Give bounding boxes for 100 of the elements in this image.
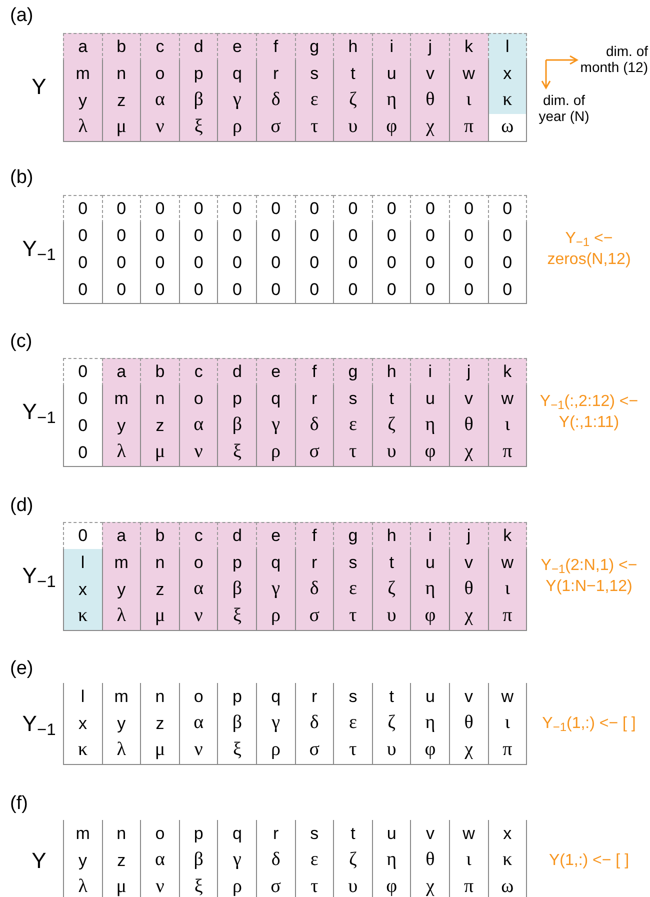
matrix-cell: ρ bbox=[217, 114, 257, 142]
matrix-cell: s bbox=[294, 60, 334, 88]
matrix-name: Y$_{−1}$ bbox=[21, 565, 57, 587]
matrix-cell: γ bbox=[256, 576, 296, 604]
matrix-cell: α bbox=[178, 576, 218, 604]
matrix-cell: k bbox=[488, 522, 528, 550]
matrix-cell: h bbox=[333, 33, 373, 61]
panel-label: (e) bbox=[10, 659, 34, 678]
matrix-cell: t bbox=[372, 549, 412, 577]
matrix-name: Y$_{−1}$ bbox=[21, 238, 57, 260]
matrix-cell: s bbox=[333, 549, 373, 577]
matrix-cell: b bbox=[140, 358, 180, 386]
matrix-cell: b bbox=[140, 522, 180, 550]
matrix-cell: g bbox=[333, 358, 373, 386]
matrix-cell: 0 bbox=[488, 249, 528, 277]
matrix-cell: λ bbox=[63, 874, 103, 897]
matrix-cell: r bbox=[256, 60, 296, 88]
matrix-cell: p bbox=[178, 60, 218, 88]
matrix-cell: 0 bbox=[217, 276, 257, 304]
matrix-cell: υ bbox=[333, 114, 373, 142]
matrix-cell: ν bbox=[140, 114, 180, 142]
matrix-cell: f bbox=[294, 358, 334, 386]
matrix-cell: η bbox=[372, 87, 412, 115]
matrix-cell: i bbox=[410, 358, 450, 386]
matrix-cell: μ bbox=[102, 874, 142, 897]
matrix-cell: υ bbox=[372, 737, 412, 765]
matrix-cell: y bbox=[102, 412, 142, 440]
matrix-cell: v bbox=[410, 60, 450, 88]
matrix-cell: o bbox=[178, 549, 218, 577]
matrix-cell: f bbox=[256, 33, 296, 61]
matrix-cell: j bbox=[449, 522, 489, 550]
matrix-cell: 0 bbox=[140, 276, 180, 304]
matrix-cell: v bbox=[449, 549, 489, 577]
matrix-cell: w bbox=[488, 385, 528, 413]
matrix-cell: ζ bbox=[372, 412, 412, 440]
matrix-cell: μ bbox=[102, 114, 142, 142]
matrix-cell: a bbox=[63, 33, 103, 61]
matrix-cell: σ bbox=[294, 737, 334, 765]
matrix-cell: z bbox=[102, 87, 142, 115]
matrix-cell: c bbox=[178, 522, 218, 550]
matrix-cell: r bbox=[294, 549, 334, 577]
matrix-cell: λ bbox=[102, 439, 142, 467]
matrix-cell: b bbox=[102, 33, 142, 61]
matrix-cell: 0 bbox=[178, 276, 218, 304]
matrix-cell: 0 bbox=[333, 276, 373, 304]
matrix-cell: δ bbox=[256, 87, 296, 115]
assignment-note: Y$_{−1}$(2:N,1) <− Y(1:N−1,12) bbox=[540, 556, 638, 597]
axis-label: dim. of year (N) bbox=[538, 92, 590, 124]
matrix-cell: λ bbox=[63, 114, 103, 142]
matrix-name: Y$_{−1}$ bbox=[21, 712, 57, 734]
matrix-cell: ξ bbox=[217, 737, 257, 765]
matrix-cell: j bbox=[449, 358, 489, 386]
axis-label: dim. of month (12) bbox=[579, 43, 648, 75]
matrix-cell: i bbox=[372, 33, 412, 61]
matrix-cell: f bbox=[294, 522, 334, 550]
matrix-cell: ξ bbox=[217, 603, 257, 631]
matrix-cell: x bbox=[63, 576, 103, 604]
matrix-cell: δ bbox=[294, 412, 334, 440]
matrix-cell: ξ bbox=[178, 114, 218, 142]
assignment-note: Y$_{−1}$ <− zeros(N,12) bbox=[546, 229, 632, 270]
matrix-cell: t bbox=[333, 60, 373, 88]
matrix-cell: ν bbox=[178, 439, 218, 467]
matrix-cell: q bbox=[256, 549, 296, 577]
matrix-cell: x bbox=[63, 710, 103, 738]
matrix-cell: θ bbox=[410, 87, 450, 115]
assignment-note: Y$_{−1}$(:,2:12) <− Y(:,1:11) bbox=[538, 392, 640, 433]
matrix-cell: υ bbox=[372, 603, 412, 631]
matrix-cell: κ bbox=[488, 847, 528, 875]
matrix-cell: q bbox=[256, 385, 296, 413]
matrix-name: Y bbox=[30, 850, 48, 872]
matrix-cell: m bbox=[102, 385, 142, 413]
matrix-cell: x bbox=[488, 60, 528, 88]
matrix-cell: ι bbox=[488, 576, 528, 604]
matrix-cell: k bbox=[488, 358, 528, 386]
matrix-cell: r bbox=[294, 385, 334, 413]
matrix-cell: p bbox=[217, 549, 257, 577]
matrix-cell: 0 bbox=[63, 385, 103, 413]
matrix-cell: ι bbox=[488, 412, 528, 440]
matrix-cell: τ bbox=[333, 439, 373, 467]
matrix-cell: ρ bbox=[256, 737, 296, 765]
matrix-cell: m bbox=[63, 60, 103, 88]
matrix-cell: 0 bbox=[102, 276, 142, 304]
matrix-cell: 0 bbox=[63, 522, 103, 550]
matrix-cell: d bbox=[217, 522, 257, 550]
matrix-cell: w bbox=[488, 549, 528, 577]
matrix-cell: τ bbox=[294, 114, 334, 142]
matrix-cell: 0 bbox=[488, 276, 528, 304]
panel-label: (a) bbox=[10, 6, 34, 25]
matrix-cell: j bbox=[410, 33, 450, 61]
matrix-cell: 0 bbox=[63, 358, 103, 386]
matrix-cell: 0 bbox=[63, 276, 103, 304]
matrix-cell: y bbox=[63, 87, 103, 115]
assignment-note: Y$_{−1}$(1,:) <− [ ] bbox=[541, 714, 637, 734]
matrix-cell: z bbox=[140, 412, 180, 440]
matrix-cell: φ bbox=[410, 439, 450, 467]
matrix-name: Y$_{−1}$ bbox=[21, 401, 57, 423]
matrix-cell: α bbox=[140, 87, 180, 115]
matrix-cell: 0 bbox=[488, 195, 528, 223]
matrix-cell: ε bbox=[333, 412, 373, 440]
matrix-cell: κ bbox=[63, 737, 103, 765]
